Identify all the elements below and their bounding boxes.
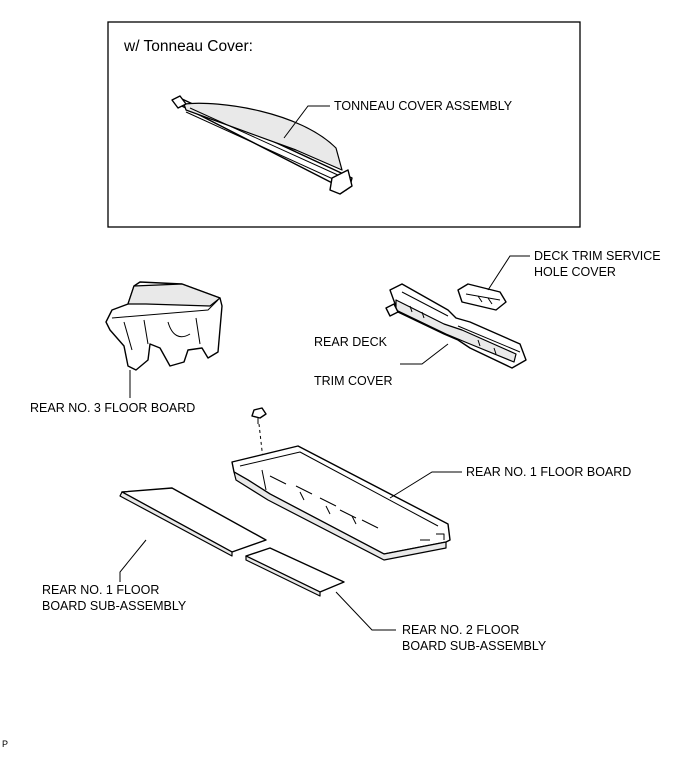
rear-deck-trim-label-1: REAR DECK [314,335,388,349]
tonneau-inset-frame [107,21,581,228]
rear-no2-sub-leader [335,591,396,631]
rear-no1-sub-label-2: BOARD SUB-ASSEMBLY [42,599,187,613]
deck-trim-service-hole-cover [457,283,507,311]
inset-title: w/ Tonneau Cover: [123,38,253,55]
rear-no1-label: REAR NO. 1 FLOOR BOARD [466,465,631,479]
tonneau-cover-assembly [171,95,353,195]
rear-no3-floor-board [105,281,223,371]
deck-trim-service-leader [487,255,530,291]
deck-trim-service-label-1: DECK TRIM SERVICE [534,249,661,263]
rear-no1-sub-label-1: REAR NO. 1 FLOOR [42,583,159,597]
rear-deck-trim-cover [385,283,527,369]
tonneau-leader [283,105,330,139]
rear-no2-sub-label-2: BOARD SUB-ASSEMBLY [402,639,547,653]
rear-no1-leader [389,471,462,499]
tonneau-label: TONNEAU COVER ASSEMBLY [334,99,513,113]
figure-code: P [2,739,8,749]
clip-fastener [251,407,267,424]
rear-no2-sub-label-1: REAR NO. 2 FLOOR [402,623,519,637]
rear-deck-trim-label-2: TRIM COVER [314,374,392,388]
deck-trim-service-label-2: HOLE COVER [534,265,616,279]
rear-no3-label: REAR NO. 3 FLOOR BOARD [30,401,195,415]
rear-no1-floor-board-sub-assembly [119,487,267,557]
rear-no2-floor-board-sub-assembly [245,547,345,597]
rear-deck-trim-leader [400,343,449,365]
rear-no1-floor-board [231,445,451,561]
rear-no1-sub-leader [119,539,147,582]
